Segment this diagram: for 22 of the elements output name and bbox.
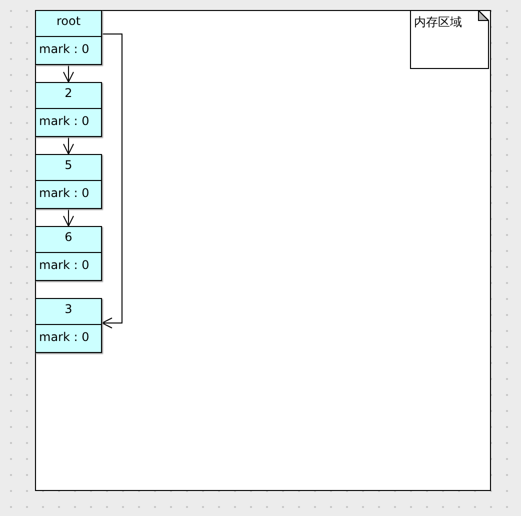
object-box (35, 226, 102, 281)
object-name: 5 (64, 158, 74, 172)
arrow (102, 34, 122, 328)
arrow (63, 136, 74, 154)
field-text: mark : 0 (39, 330, 90, 344)
object-name: 3 (64, 302, 74, 316)
note-text: 内存区域 (414, 15, 462, 29)
field-text: mark : 0 (39, 258, 90, 272)
memory-area-frame (35, 10, 491, 491)
object-box (35, 10, 102, 65)
object-box (35, 298, 102, 353)
field-text: mark : 0 (39, 114, 90, 128)
note-box (410, 10, 489, 69)
object-name: 2 (64, 86, 74, 100)
field-text: mark : 0 (39, 42, 90, 56)
object-name: 6 (64, 230, 74, 244)
object-box (35, 82, 102, 137)
object-box (35, 154, 102, 209)
field-text: mark : 0 (39, 186, 90, 200)
object-name: root (55, 14, 82, 28)
arrow (63, 64, 74, 82)
arrow (63, 208, 74, 226)
